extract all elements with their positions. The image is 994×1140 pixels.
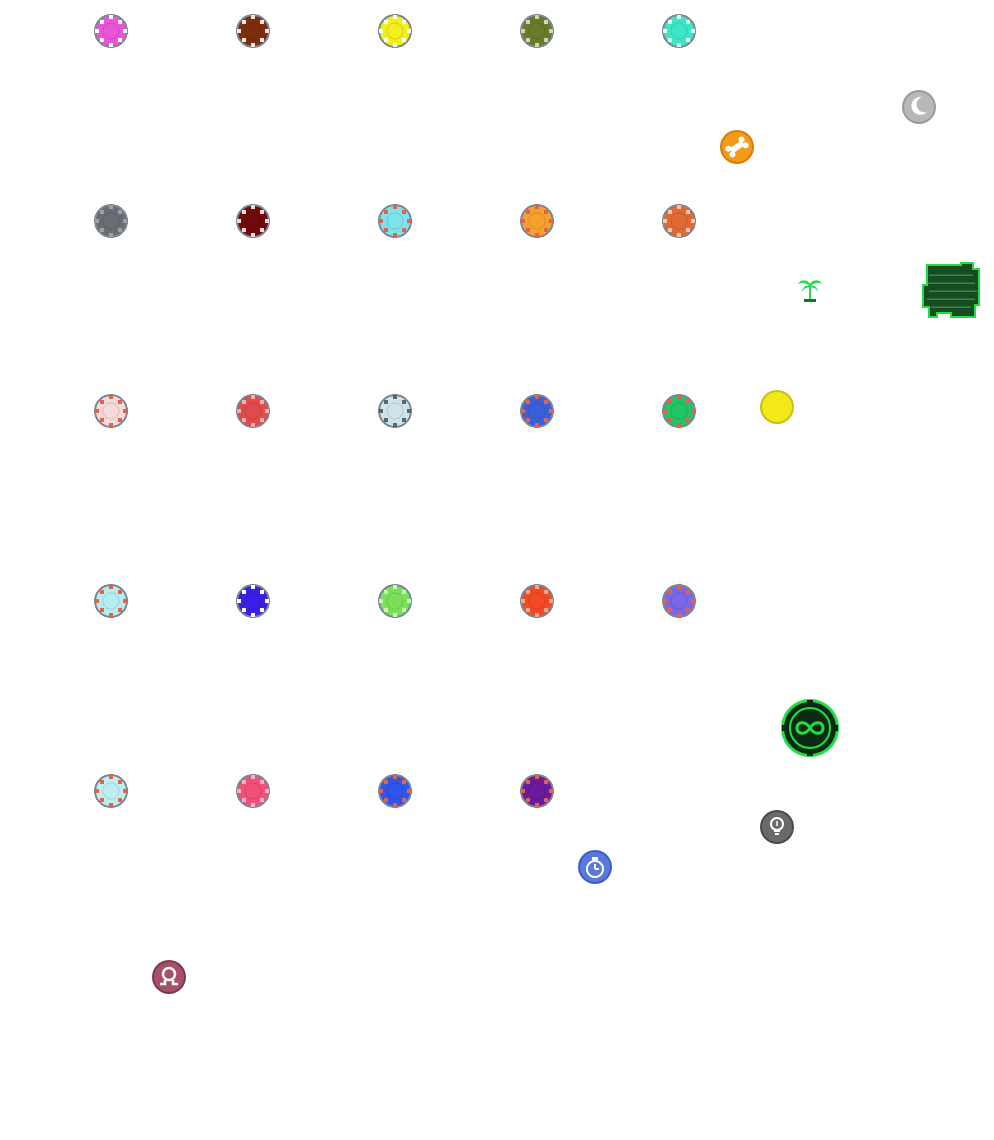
chip-lavender[interactable]: [660, 582, 698, 620]
chip-olive[interactable]: [518, 12, 556, 50]
moon-coin-icon[interactable]: [900, 88, 938, 126]
chip-blue[interactable]: [376, 772, 414, 810]
chip-pale-blue[interactable]: [376, 392, 414, 430]
chip-aqua[interactable]: [660, 12, 698, 50]
chip-purple[interactable]: [518, 772, 556, 810]
dog-bone-coin-icon[interactable]: [718, 128, 756, 166]
chip-indigo[interactable]: [234, 582, 272, 620]
chip-brown[interactable]: [234, 12, 272, 50]
chip-yellow[interactable]: [376, 12, 414, 50]
chip-light-cyan[interactable]: [376, 202, 414, 240]
chip-lime[interactable]: [376, 582, 414, 620]
chip-red[interactable]: [234, 392, 272, 430]
omega-coin-icon[interactable]: [150, 958, 188, 996]
infinity-coin-icon[interactable]: [780, 698, 840, 758]
chip-pink[interactable]: [234, 772, 272, 810]
chip-royal-blue[interactable]: [518, 392, 556, 430]
chip-vermilion[interactable]: [518, 582, 556, 620]
chip-dark-orange[interactable]: [660, 202, 698, 240]
lightbulb-coin-icon[interactable]: [758, 808, 796, 846]
chip-orange[interactable]: [518, 202, 556, 240]
crescent-moon-coin-icon[interactable]: [758, 388, 796, 426]
chip-green[interactable]: [660, 392, 698, 430]
chip-pale-aqua[interactable]: [92, 582, 130, 620]
chip-pale-aqua-2[interactable]: [92, 772, 130, 810]
chip-pale-pink[interactable]: [92, 392, 130, 430]
green-circuit-block-icon[interactable]: [921, 261, 981, 321]
chip-maroon[interactable]: [234, 202, 272, 240]
stopwatch-coin-icon[interactable]: [576, 848, 614, 886]
chip-magenta[interactable]: [92, 12, 130, 50]
chip-gray[interactable]: [92, 202, 130, 240]
sprout-icon[interactable]: [794, 274, 826, 306]
